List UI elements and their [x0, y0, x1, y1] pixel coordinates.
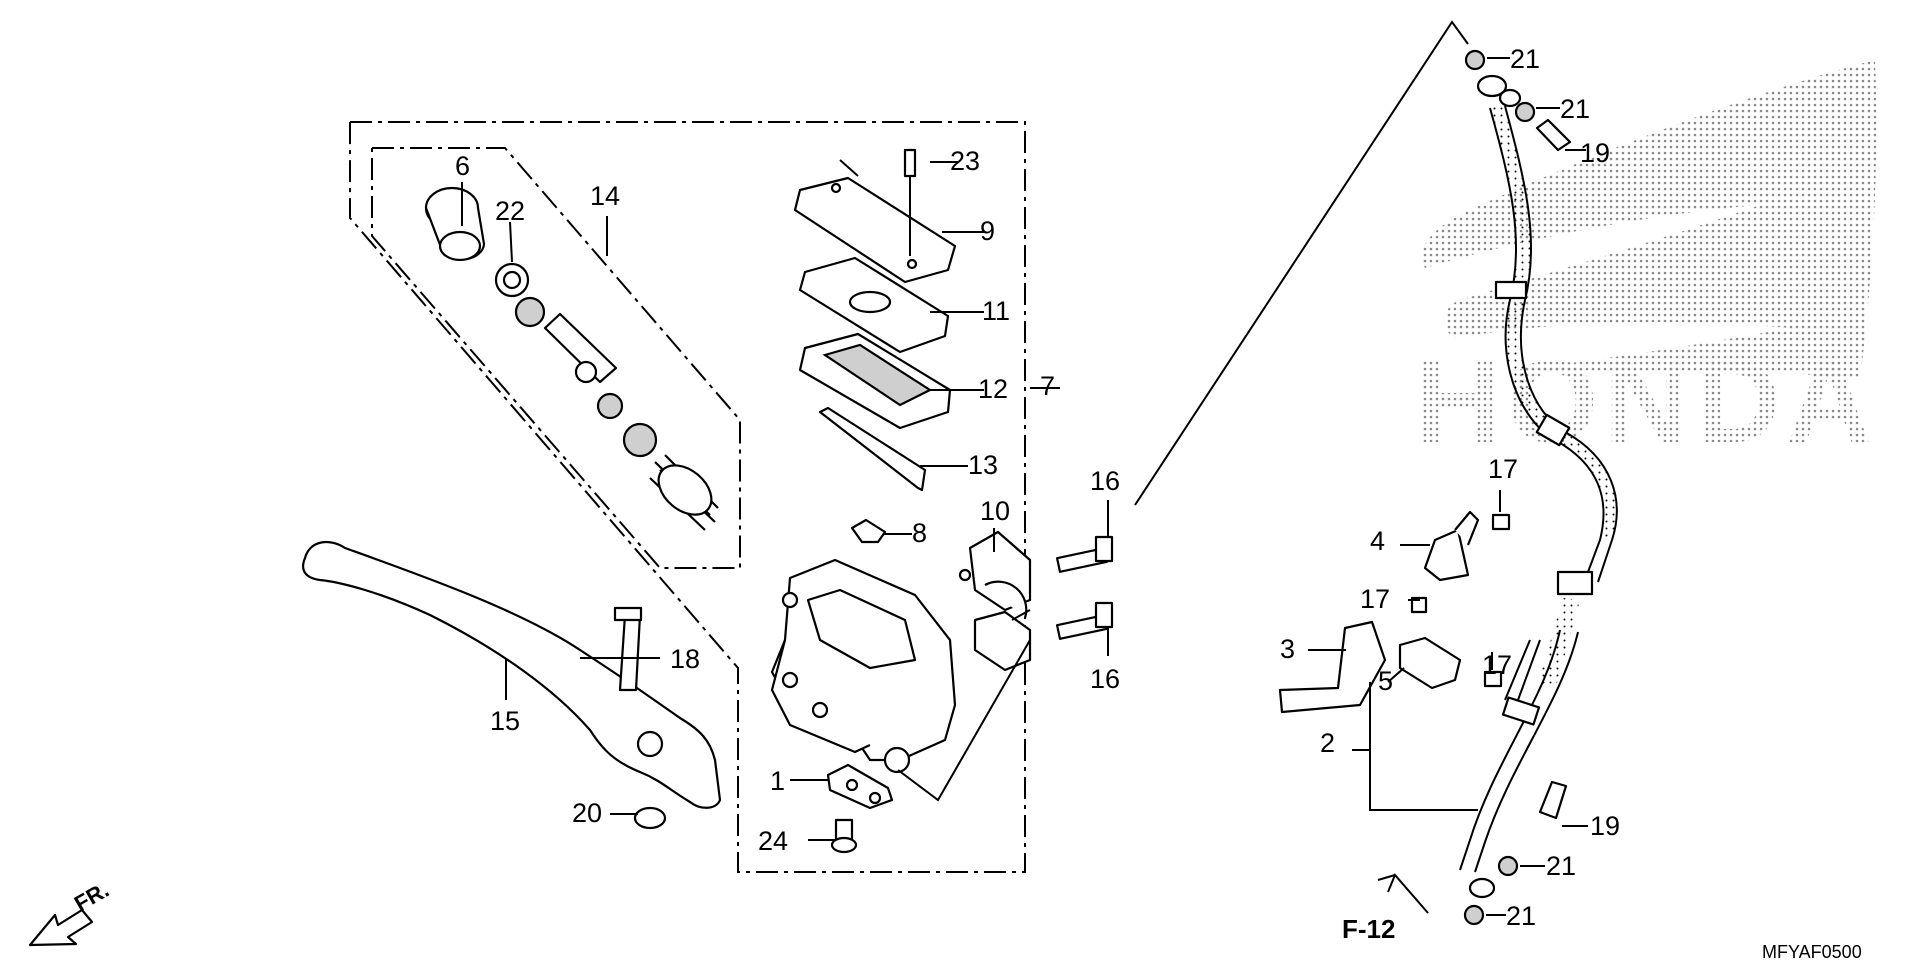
- callout-13[interactable]: 13: [968, 450, 998, 480]
- callout-21[interactable]: 21: [1506, 901, 1536, 931]
- callout-9[interactable]: 9: [980, 216, 995, 246]
- small-parts: [826, 518, 894, 854]
- callout-5[interactable]: 5: [1378, 666, 1393, 696]
- callout-15[interactable]: 15: [490, 706, 520, 736]
- master-cylinder-frame: [349, 121, 1026, 873]
- callout-10[interactable]: 10: [980, 496, 1010, 526]
- callout-20[interactable]: 20: [572, 798, 602, 828]
- callout-7[interactable]: 7: [1040, 371, 1055, 401]
- callout-8[interactable]: 8: [912, 518, 927, 548]
- callout-14[interactable]: 14: [590, 181, 620, 211]
- callout-12[interactable]: 12: [978, 374, 1008, 404]
- callout-6[interactable]: 6: [455, 151, 470, 181]
- callout-23[interactable]: 23: [950, 146, 980, 176]
- hose-brackets: [1278, 510, 1511, 714]
- honda-wing-logo: [1422, 60, 1877, 380]
- callout-16[interactable]: 16: [1090, 664, 1120, 694]
- callout-2[interactable]: 2: [1320, 728, 1335, 758]
- callout-16[interactable]: 16: [1090, 466, 1120, 496]
- drawing-code: MFYAF0500: [1762, 942, 1862, 960]
- brake-hose-assembly: [1459, 49, 1618, 926]
- honda-watermark: HONDA: [1415, 60, 1878, 468]
- master-cylinder-body: [770, 558, 957, 774]
- callout-22[interactable]: 22: [495, 196, 525, 226]
- callout-19[interactable]: 19: [1580, 138, 1610, 168]
- front-direction-label: FR.: [70, 877, 113, 916]
- callout-19[interactable]: 19: [1590, 811, 1620, 841]
- reference-label-f12[interactable]: F-12: [1342, 914, 1395, 944]
- callout-21[interactable]: 21: [1510, 44, 1540, 74]
- callout-1[interactable]: 1: [770, 766, 785, 796]
- leader-lines: [461, 20, 1588, 916]
- piston-kit-parts: [424, 186, 719, 531]
- callout-labels: 1234567891011121314151616171717181919202…: [455, 44, 1620, 931]
- callout-21[interactable]: 21: [1560, 94, 1590, 124]
- handlebar-clamp: [958, 530, 1114, 672]
- callout-17[interactable]: 17: [1482, 650, 1512, 680]
- callout-17[interactable]: 17: [1360, 584, 1390, 614]
- watermark-text: HONDA: [1415, 336, 1878, 468]
- brake-lever: [302, 540, 722, 830]
- callout-17[interactable]: 17: [1488, 454, 1518, 484]
- callout-3[interactable]: 3: [1280, 634, 1295, 664]
- callout-4[interactable]: 4: [1370, 526, 1385, 556]
- front-direction-arrow: FR.: [28, 877, 113, 947]
- piston-kit-frame: [371, 147, 741, 569]
- reservoir-cap-stack: [793, 148, 957, 492]
- callout-21[interactable]: 21: [1546, 851, 1576, 881]
- callout-24[interactable]: 24: [758, 826, 788, 856]
- callout-18[interactable]: 18: [670, 644, 700, 674]
- callout-11[interactable]: 11: [982, 296, 1010, 326]
